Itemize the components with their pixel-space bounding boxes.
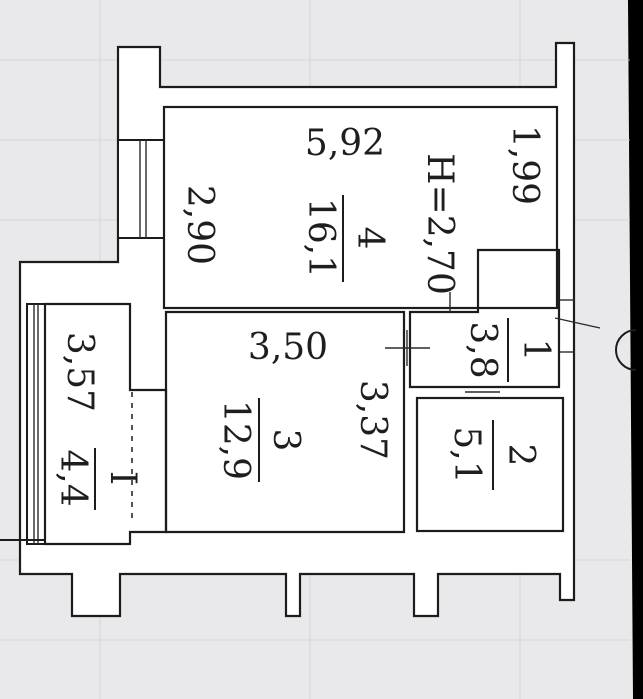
balcony-outline [43, 302, 168, 546]
room-4-dim-b: 2,90 [179, 185, 220, 265]
ceiling-height: H=2,70 [419, 153, 460, 295]
room-3-dim-b: 3,37 [352, 380, 393, 460]
opening-marks [385, 292, 601, 393]
room-2-area: 5,1 [446, 426, 487, 483]
room-1-area: 3,8 [462, 321, 503, 378]
balcony-number: I [102, 471, 143, 485]
room-1-number: 1 [515, 339, 556, 362]
room-2-number: 2 [500, 444, 541, 467]
room-4-area: 16,1 [300, 198, 341, 278]
room-3-dim-a: 3,50 [248, 327, 328, 368]
window-room-4 [117, 139, 165, 239]
room-4-dim-c: 1,99 [504, 125, 545, 205]
room-1-outline [408, 248, 561, 389]
balcony-area: 4,4 [52, 449, 93, 506]
balcony-dim-a: 3,57 [59, 332, 100, 412]
room-3-area: 12,9 [215, 400, 256, 480]
room-2-outline [415, 396, 565, 533]
room-4-outline [162, 105, 559, 310]
room-4-number: 4 [349, 227, 390, 250]
room-3-number: 3 [265, 429, 306, 452]
entrance-symbol [615, 329, 637, 371]
room-4-dim-a: 5,92 [305, 123, 385, 164]
